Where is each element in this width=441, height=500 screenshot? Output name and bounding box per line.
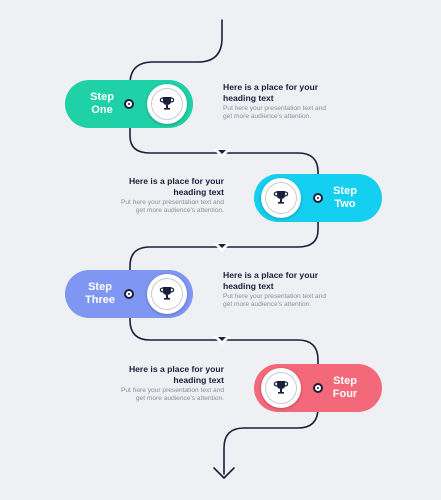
connector-dot [124,99,134,109]
trophy-badge [261,178,301,218]
step-three-pill: Step Three [65,270,193,318]
step-body: Put here your presentation text and get … [223,293,327,309]
step-two-text: Here is a place for your heading text Pu… [114,176,224,216]
chevron-down-icon [218,244,226,248]
step-label: Step Two [320,185,370,211]
connector-dot [313,383,323,393]
step-one-text: Here is a place for your heading text Pu… [223,82,333,122]
step-label: Step Three [75,281,125,307]
step-four-text: Here is a place for your heading text Pu… [114,364,224,404]
step-body: Put here your presentation text and get … [120,387,224,403]
trophy-icon [273,191,289,204]
step-label-line2: Four [332,388,358,400]
trophy-badge [147,274,187,314]
step-heading: Here is a place for your heading text [128,176,224,197]
step-label-line2: Two [334,198,356,210]
step-label: Step Four [320,375,370,401]
step-label-line1: Step [90,91,114,103]
step-label-line1: Step [333,185,357,197]
trophy-badge [261,368,301,408]
step-four-pill: Step Four [254,364,382,412]
step-three-text: Here is a place for your heading text Pu… [223,270,333,310]
step-label-line2: One [91,104,113,116]
step-body: Put here your presentation text and get … [120,199,224,215]
trophy-icon [159,97,175,110]
trophy-badge [147,84,187,124]
step-two-pill: Step Two [254,174,382,222]
step-body: Put here your presentation text and get … [223,105,327,121]
connector-dot [124,289,134,299]
chevron-down-icon [218,337,226,341]
trophy-icon [159,287,175,300]
step-one-pill: Step One [65,80,193,128]
step-label-line1: Step [333,375,357,387]
step-heading: Here is a place for your heading text [223,82,319,103]
step-heading: Here is a place for your heading text [223,270,319,291]
step-label-line1: Step [88,281,112,293]
trophy-icon [273,381,289,394]
step-heading: Here is a place for your heading text [128,364,224,385]
connector-dot [313,193,323,203]
step-label-line2: Three [85,294,115,306]
chevron-down-icon [218,150,226,154]
step-label: Step One [77,91,127,117]
